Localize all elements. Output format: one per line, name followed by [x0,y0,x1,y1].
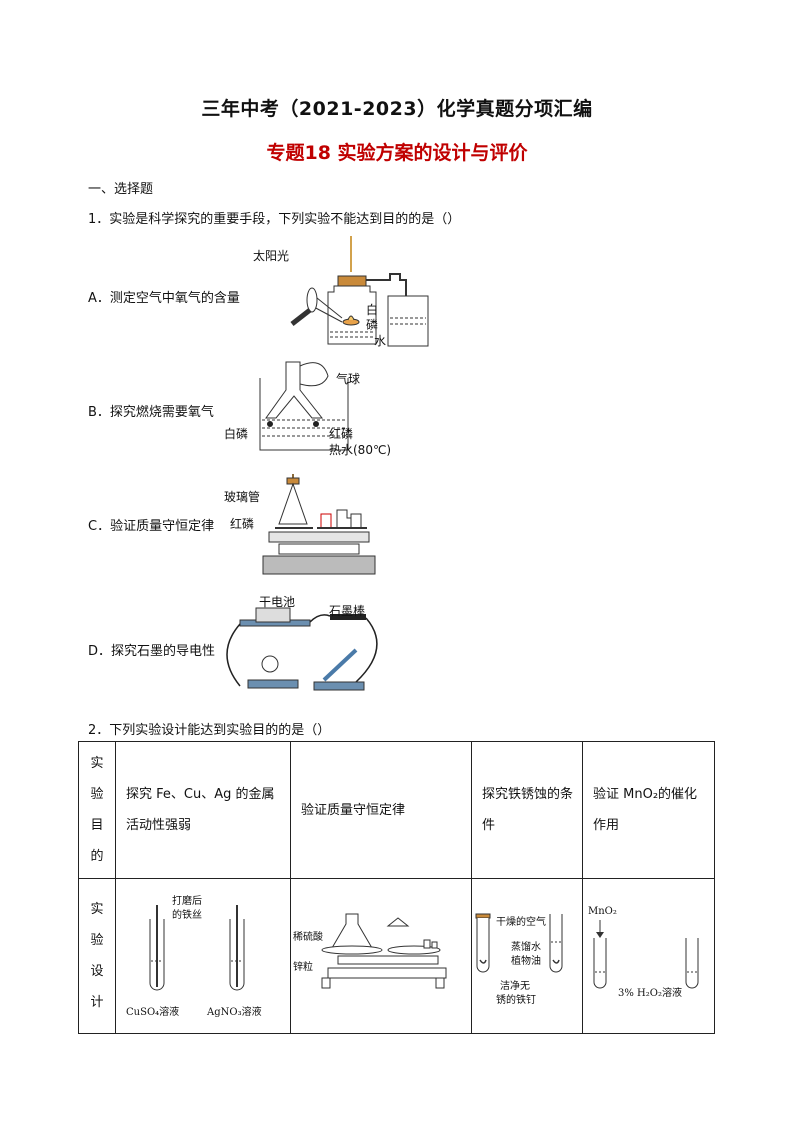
figure-a-label-sunlight: 太阳光 [253,249,290,263]
design-b-label-zinc: 锌粒 [293,962,313,973]
figure-a-label-water: 水 [374,334,387,348]
row-header-purpose: 实 验 目 的 [78,741,116,879]
row-header-char: 验 [90,933,104,948]
design-c-label-distilled-water: 蒸馏水 [511,942,541,953]
design-c-label-clean-nail-2: 锈的铁钉 [496,995,536,1006]
design-b-label-dilute-acid: 稀硫酸 [293,932,323,943]
row-header-char: 实 [90,756,104,771]
option-d-label: D．探究石墨的导电性 [88,644,216,659]
design-d-catalyst-tubes [593,920,699,989]
figure-d-label-graphite-rod: 石墨棒 [329,604,366,618]
figure-b-label-white-phosphorus: 白磷 [224,427,249,441]
figure-c-balance-apparatus [262,474,376,575]
design-a-label-iron-wire: 的铁丝 [172,910,202,921]
table-row-purpose: 实 验 目 的 探究 Fe、Cu、Ag 的金属活动性强弱 验证质量守恒定律 探究… [78,741,715,879]
option-b-label: B．探究燃烧需要氧气 [88,405,214,420]
figure-a-oxygen-apparatus [290,236,429,347]
question-2-stem: 2．下列实验设计能达到实验目的的是（） [88,723,331,738]
section-heading: 一、选择题 [88,182,154,197]
design-c-label-oil: 植物油 [511,956,541,967]
row-header-char: 计 [90,995,104,1010]
purpose-cell-d: 验证 MnO₂的催化作用 [582,741,715,879]
figure-c-label-red-phosphorus: 红磷 [230,517,255,531]
design-d-label-h2o2: 3% H₂O₂溶液 [618,988,682,999]
design-c-label-clean-nail-1: 洁净无 [500,981,530,992]
design-cell-a [115,878,291,1034]
purpose-cell-a: 探究 Fe、Cu、Ag 的金属活动性强弱 [115,741,291,879]
figure-b-label-hot-water: 热水(80℃) [329,443,392,457]
row-header-char: 验 [90,787,104,802]
design-d-label-mno2: MnO₂ [588,906,617,917]
design-a-label-cuso4: CuSO₄溶液 [126,1007,180,1018]
design-a-label-agno3: AgNO₃溶液 [207,1007,262,1018]
figure-a-label-white: 白 [366,303,379,317]
figure-b-combustion-apparatus [259,361,349,451]
row-header-char: 的 [90,849,104,864]
table-row-design: 实 验 设 计 [78,878,715,1034]
design-b-balance [321,913,447,989]
question-1-stem: 1．实验是科学探究的重要手段，下列实验不能达到目的的是（） [88,212,461,227]
row-header-char: 目 [90,818,104,833]
question-2-table: 实 验 目 的 探究 Fe、Cu、Ag 的金属活动性强弱 验证质量守恒定律 探究… [78,741,715,1034]
figure-d-label-battery: 干电池 [259,595,296,609]
option-a-label: A．测定空气中氧气的含量 [88,291,240,306]
purpose-cell-b: 验证质量守恒定律 [290,741,472,879]
page-subtitle: 专题18 实验方案的设计与评价 [266,142,528,164]
figure-b-label-balloon: 气球 [336,372,361,386]
page-title: 三年中考（2021-2023）化学真题分项汇编 [201,98,593,120]
figure-b-label-red-phosphorus: 红磷 [329,427,354,441]
design-c-rust-tubes [475,913,563,973]
figure-c-label-glass-tube: 玻璃管 [224,490,261,504]
purpose-cell-c: 探究铁锈蚀的条件 [471,741,583,879]
row-header-design: 实 验 设 计 [78,878,116,1034]
option-c-label: C．验证质量守恒定律 [88,519,215,534]
figure-a-label-phosphorus: 磷 [366,318,379,332]
design-c-label-dry-air: 干燥的空气 [496,917,546,928]
figure-d-conductivity-circuit [226,607,378,691]
row-header-char: 设 [90,964,104,979]
design-a-label-polished: 打磨后 [172,896,202,907]
design-a-test-tubes [149,905,245,991]
row-header-char: 实 [90,902,104,917]
